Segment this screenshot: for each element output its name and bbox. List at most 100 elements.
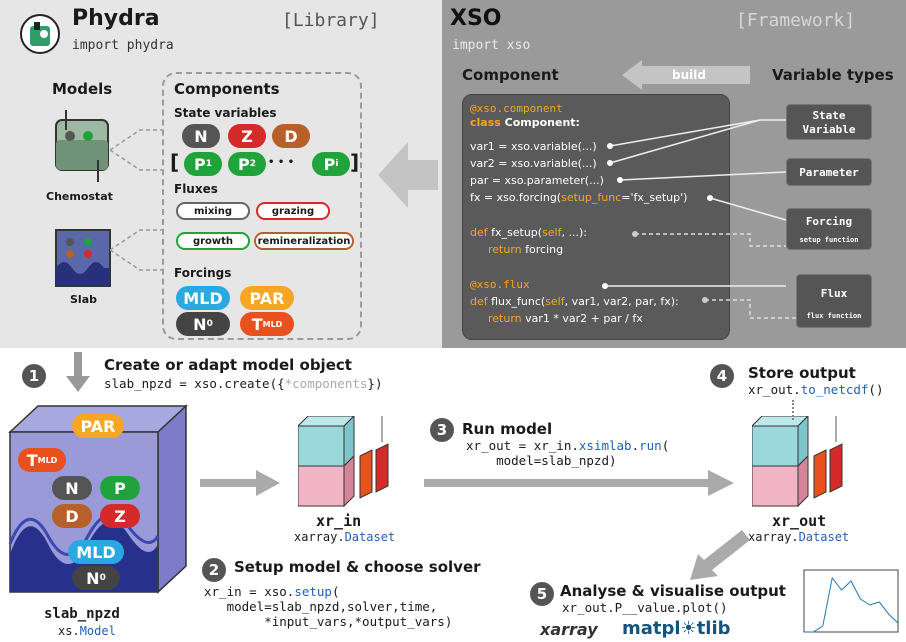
p-ellipsis: • • • xyxy=(268,157,295,168)
vartype-flux-sub: flux function xyxy=(806,312,862,320)
slab-par: PAR xyxy=(72,414,124,438)
slab-caption: slab_npzd xyxy=(44,606,120,622)
code-setup-return: return forcing xyxy=(488,243,564,256)
slab-diagram xyxy=(55,229,111,287)
slab-n: N xyxy=(52,476,92,500)
store-dots xyxy=(792,400,796,420)
build-label: build xyxy=(672,68,706,82)
code-flux-def: def flux_func(self, var1, var2, par, fx)… xyxy=(470,295,679,308)
step4-number: 4 xyxy=(710,364,734,388)
code-line-var2: var2 = xso.variable(...) xyxy=(470,157,597,170)
xso-import: import xso xyxy=(452,38,531,53)
forcing-mld: MLD xyxy=(176,286,230,310)
code-line-var1: var1 = xso.variable(...) xyxy=(470,140,597,153)
code-flux-decorator: @xso.flux xyxy=(470,278,530,291)
bracket-close: ] xyxy=(350,150,360,174)
step1-number: 1 xyxy=(22,364,46,388)
output-plot xyxy=(803,569,899,633)
state-vars-heading: State variables xyxy=(174,106,277,120)
phydra-tag: [Library] xyxy=(282,10,380,31)
output-plot-line xyxy=(804,576,899,633)
slab-label: Slab xyxy=(70,293,97,306)
state-var-z: Z xyxy=(228,124,266,148)
flux-growth: growth xyxy=(176,232,250,250)
vartype-forcing-sub: setup function xyxy=(799,236,859,244)
slab-z: Z xyxy=(100,504,140,528)
vartype-forcing-label: Forcing xyxy=(805,215,853,228)
xso-component-heading: Component xyxy=(462,66,559,84)
code-flux-return: return var1 * var2 + par / fx xyxy=(488,312,643,325)
code-decorator: @xso.component xyxy=(470,102,563,115)
models-heading: Models xyxy=(52,80,113,98)
xr-in-cube xyxy=(298,416,389,508)
model-connectors xyxy=(110,129,162,271)
step2-code: xr_in = xso.setup( model=slab_npzd,solve… xyxy=(204,584,453,629)
step5-number: 5 xyxy=(530,582,554,606)
flux-grazing: grazing xyxy=(256,202,330,220)
vartype-state-variable: State Variable xyxy=(786,104,872,140)
xr-out-cube xyxy=(752,416,843,508)
step1-title: Create or adapt model object xyxy=(104,356,352,374)
xarray-logo: xarray xyxy=(540,620,598,639)
arrow-run-model xyxy=(424,470,734,496)
arrow-to-xr-in xyxy=(200,470,280,496)
code-line-par: par = xso.parameter(...) xyxy=(470,174,604,187)
state-var-d: D xyxy=(272,124,310,148)
phydra-title: Phydra xyxy=(72,6,160,31)
vartype-parameter: Parameter xyxy=(786,158,872,186)
forcings-heading: Forcings xyxy=(174,266,232,280)
slab-p: P xyxy=(100,476,140,500)
step1-code: slab_npzd = xso.create({*components}) xyxy=(104,376,383,391)
xr-in-caption: xr_in xyxy=(316,512,362,530)
state-var-n: N xyxy=(182,124,220,148)
xr-out-caption: xr_out xyxy=(772,512,827,530)
forcing-par: PAR xyxy=(240,286,294,310)
slab-type: xs.Model xyxy=(58,624,116,638)
step2-title: Setup model & choose solver xyxy=(234,558,481,576)
arrow-to-analyse xyxy=(690,530,750,580)
code-line-fx: fx = xso.forcing(setup_func='fx_setup') xyxy=(470,191,688,204)
chemostat-diagram xyxy=(55,110,109,182)
code-class-line: class Component: xyxy=(470,116,580,129)
bracket-open: [ xyxy=(170,150,180,174)
matplotlib-logo: matpl☀tlib xyxy=(622,618,731,639)
code-to-vartype-connectors xyxy=(602,119,798,319)
vartypes-heading: Variable types xyxy=(772,66,894,84)
xr-out-type: xarray.Dataset xyxy=(748,530,850,544)
components-heading: Components xyxy=(174,80,280,98)
xso-tag: [Framework] xyxy=(736,10,856,31)
chemostat-label: Chemostat xyxy=(46,190,113,203)
slab-d: D xyxy=(52,504,92,528)
components-box xyxy=(162,72,362,340)
step3-code: xr_out = xr_in.xsimlab.run( model=slab_n… xyxy=(466,438,670,468)
build-into-arrow xyxy=(378,142,438,208)
xr-in-type: xarray.Dataset xyxy=(294,530,396,544)
step3-number: 3 xyxy=(430,418,454,442)
vartype-flux-label: Flux xyxy=(820,287,848,300)
phydra-import: import phydra xyxy=(72,38,174,53)
fluxes-heading: Fluxes xyxy=(174,182,218,196)
phydra-logo xyxy=(20,14,60,54)
flux-mixing: mixing xyxy=(176,202,250,220)
step2-number: 2 xyxy=(202,558,226,582)
step4-title: Store output xyxy=(748,364,856,382)
code-setup-def: def fx_setup(self, ...): xyxy=(470,226,587,239)
step5-code: xr_out.P__value.plot() xyxy=(562,600,728,615)
slab-mld: MLD xyxy=(68,540,124,564)
step4-code: xr_out.to_netcdf() xyxy=(748,382,884,397)
vartype-forcing: Forcing setup function xyxy=(786,208,872,250)
step3-title: Run model xyxy=(462,420,553,438)
vartype-flux: Flux flux function xyxy=(796,274,872,328)
xso-title: XSO xyxy=(450,6,502,31)
step1-down-arrow xyxy=(66,352,90,392)
build-arrow xyxy=(622,60,750,90)
step5-title: Analyse & visualise output xyxy=(560,582,786,600)
flux-remineralization: remineralization xyxy=(254,232,354,250)
